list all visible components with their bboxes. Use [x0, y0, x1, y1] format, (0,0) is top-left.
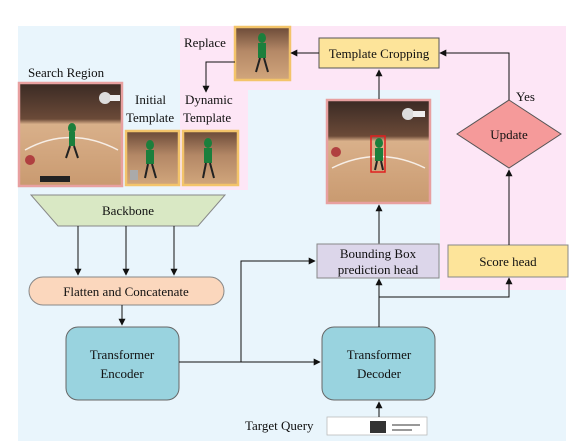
initial-template-label-line1: Initial	[135, 92, 166, 107]
arrow-decoder-to-score-head	[379, 277, 513, 298]
transformer-decoder-label-line1: Transformer	[347, 347, 412, 362]
transformer-encoder-block	[65, 326, 180, 401]
backbone-block	[29, 194, 227, 227]
transformer-decoder-block	[321, 326, 436, 401]
yes-label: Yes	[516, 89, 535, 104]
bbox-head-label-line1: Bounding Box	[340, 246, 417, 261]
initial-template-label-line2: Template	[126, 110, 174, 125]
transformer-encoder-label-line2: Encoder	[100, 366, 144, 381]
search-region-label: Search Region	[28, 65, 105, 80]
update-decision-diamond	[456, 99, 562, 169]
dynamic-template-label-line1: Dynamic	[185, 92, 233, 107]
template-cropping-label: Template Cropping	[329, 46, 430, 61]
target-query-tokens	[326, 416, 428, 436]
background-pink-region	[180, 26, 566, 290]
dynamic-template-image	[181, 129, 240, 187]
prediction-result-image	[325, 98, 432, 205]
score-head-block	[447, 244, 569, 278]
bbox-prediction-head-block	[316, 243, 440, 279]
replace-label: Replace	[184, 35, 226, 50]
flatten-concatenate-label: Flatten and Concatenate	[63, 284, 189, 299]
bbox-head-label-line2: prediction head	[338, 262, 419, 277]
target-query-label: Target Query	[245, 418, 314, 433]
template-cropping-box	[318, 37, 440, 69]
flatten-concatenate-block	[28, 276, 225, 306]
search-region-image	[17, 81, 124, 188]
initial-template-image	[124, 129, 181, 187]
predicted-bounding-box	[370, 135, 386, 173]
backbone-label: Backbone	[102, 203, 154, 218]
update-label: Update	[490, 127, 528, 142]
transformer-decoder-label-line2: Decoder	[357, 366, 402, 381]
arrow-encoder-to-bbox-head	[240, 257, 316, 362]
arrow-update-to-crop	[439, 49, 510, 100]
dynamic-template-label-line2: Template	[183, 110, 231, 125]
score-head-label: Score head	[479, 254, 537, 269]
replace-arrow	[202, 61, 235, 93]
transformer-encoder-label-line1: Transformer	[90, 347, 155, 362]
cropped-template-image	[233, 25, 292, 82]
